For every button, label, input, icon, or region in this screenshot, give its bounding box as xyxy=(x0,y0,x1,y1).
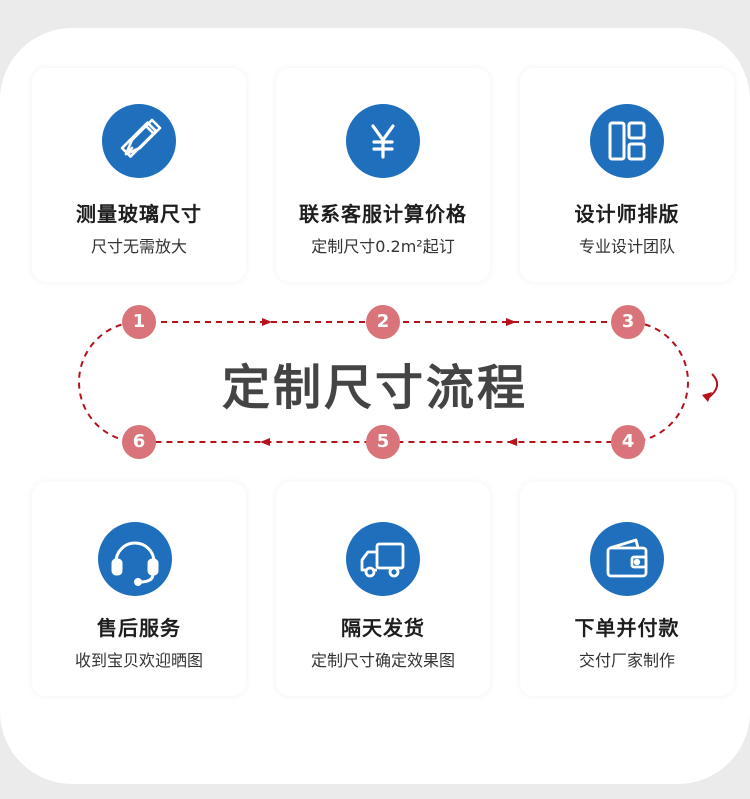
card-measure: 测量玻璃尺寸 尺寸无需放大 xyxy=(32,68,246,282)
card-payment: 下单并付款 交付厂家制作 xyxy=(520,482,734,696)
card-title: 下单并付款 xyxy=(574,616,680,640)
yen-icon xyxy=(346,104,420,178)
card-title: 售后服务 xyxy=(97,616,181,640)
card-title: 隔天发货 xyxy=(341,616,425,640)
truck-icon xyxy=(346,522,420,596)
step-5-badge: 5 xyxy=(366,425,400,459)
arrow-right-2-icon xyxy=(506,318,516,326)
step-6-badge: 6 xyxy=(122,425,156,459)
step-3-badge: 3 xyxy=(611,305,645,339)
page-title: 定制尺寸流程 xyxy=(221,360,528,416)
card-subtitle: 专业设计团队 xyxy=(578,237,675,256)
step-4-badge: 4 xyxy=(611,425,645,459)
card-title: 联系客服计算价格 xyxy=(299,202,467,226)
arrow-left-1-icon xyxy=(507,438,517,446)
arrow-right-1-icon xyxy=(262,318,272,326)
card-title: 设计师排版 xyxy=(574,202,680,226)
card-subtitle: 收到宝贝欢迎晒图 xyxy=(74,651,203,670)
card-subtitle: 交付厂家制作 xyxy=(578,651,675,670)
card-subtitle: 尺寸无需放大 xyxy=(90,237,187,256)
card-subtitle: 定制尺寸0.2m²起订 xyxy=(311,237,455,256)
arrow-left-2-icon xyxy=(260,438,270,446)
layout-icon xyxy=(590,104,664,178)
card-aftersale: 售后服务 收到宝贝欢迎晒图 xyxy=(32,482,246,696)
headset-icon xyxy=(98,522,172,596)
pencil-ruler-icon xyxy=(102,104,176,178)
card-price: 联系客服计算价格 定制尺寸0.2m²起订 xyxy=(276,68,490,282)
card-subtitle: 定制尺寸确定效果图 xyxy=(310,651,455,670)
step-1-badge: 1 xyxy=(122,305,156,339)
card-shipping: 隔天发货 定制尺寸确定效果图 xyxy=(276,482,490,696)
wallet-icon xyxy=(590,522,664,596)
card-title: 测量玻璃尺寸 xyxy=(76,202,202,226)
card-design: 设计师排版 专业设计团队 xyxy=(520,68,734,282)
step-2-badge: 2 xyxy=(366,305,400,339)
